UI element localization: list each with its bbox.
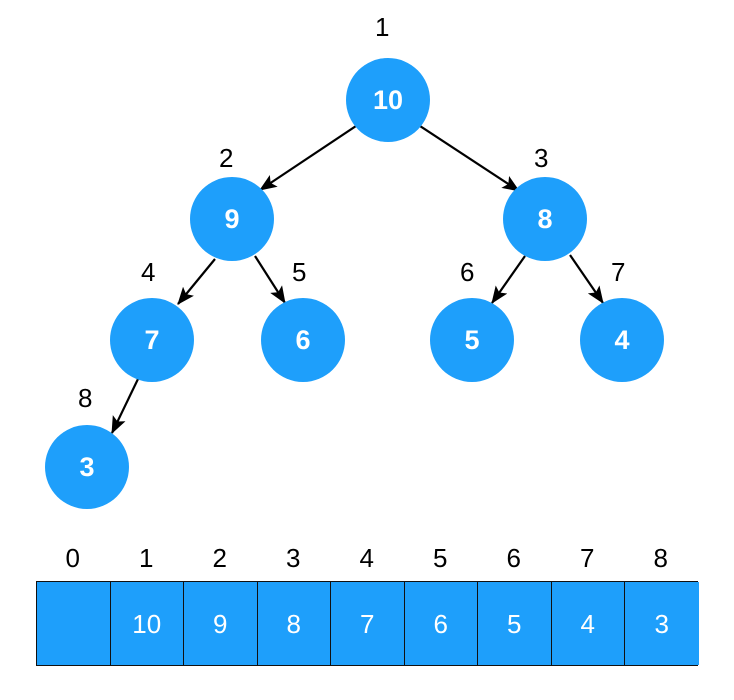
tree-node-3[interactable]: 8 [503, 177, 587, 261]
array-cell-0[interactable] [37, 582, 111, 665]
array-cell-5[interactable]: 6 [404, 582, 478, 665]
tree-node-1[interactable]: 10 [346, 58, 430, 142]
node-index-label-8: 8 [78, 383, 93, 413]
node-index-label-7: 7 [611, 257, 626, 287]
array-cell-3[interactable]: 8 [257, 582, 331, 665]
array-cell-7[interactable]: 4 [551, 582, 625, 665]
tree-node-4[interactable]: 7 [110, 298, 194, 382]
array-index-1: 1 [139, 543, 154, 573]
array-cell-2[interactable]: 9 [184, 582, 258, 665]
array-index-4: 4 [359, 543, 374, 573]
tree-edge-1-to-2 [259, 125, 357, 191]
node-index-label-6: 6 [460, 257, 475, 287]
array-index-2: 2 [212, 543, 227, 573]
array-cell-1[interactable]: 10 [110, 582, 184, 665]
array-index-6: 6 [506, 543, 521, 573]
node-index-label-4: 4 [141, 257, 156, 287]
array-cell-6[interactable]: 5 [478, 582, 552, 665]
tree-edge-group [111, 125, 604, 434]
tree-node-6[interactable]: 5 [430, 298, 514, 382]
array-index-row: 0 1 2 3 4 5 6 7 8 [36, 545, 698, 581]
array-index-7: 7 [580, 543, 595, 573]
tree-node-7[interactable]: 4 [580, 298, 664, 382]
array-cell-4[interactable]: 7 [331, 582, 405, 665]
tree-edge-2-to-5 [254, 255, 286, 304]
tree-node-5[interactable]: 6 [261, 298, 345, 382]
tree-edge-1-to-3 [419, 125, 520, 192]
tree-edge-2-to-4 [177, 258, 216, 305]
array-index-0: 0 [65, 543, 80, 573]
node-index-label-3: 3 [534, 143, 549, 173]
tree-node-2[interactable]: 9 [190, 177, 274, 261]
array-index-3: 3 [286, 543, 301, 573]
array-index-8: 8 [653, 543, 668, 573]
node-index-label-5: 5 [292, 257, 307, 287]
node-index-label-2: 2 [219, 143, 234, 173]
tree-edge-4-to-8 [111, 378, 139, 434]
tree-node-8[interactable]: 3 [45, 425, 129, 509]
node-index-label-1: 1 [375, 12, 390, 42]
array-index-5: 5 [433, 543, 448, 573]
tree-edge-3-to-6 [491, 255, 526, 304]
tree-edge-3-to-7 [569, 254, 604, 304]
array-cell-8[interactable]: 3 [625, 582, 699, 665]
